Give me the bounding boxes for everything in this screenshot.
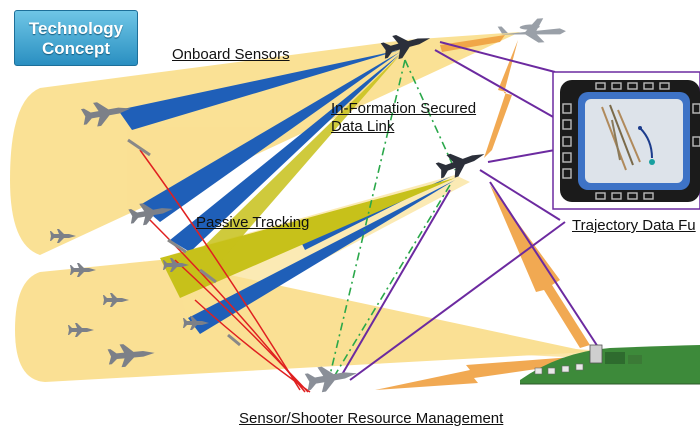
label-passive-tracking: Passive Tracking — [196, 214, 310, 231]
secured-data-link — [329, 59, 456, 376]
ground-station-icon — [520, 344, 700, 385]
label-onboard-sensors: Onboard Sensors — [172, 46, 290, 63]
fighter-jet-icon — [434, 142, 489, 183]
label-datalink-line-1: In-Formation Secured — [331, 100, 477, 117]
missiles — [127, 138, 241, 347]
onboard-sensor-beams — [118, 50, 455, 334]
lower-coverage-region — [15, 260, 590, 382]
aircraft-group — [50, 18, 566, 395]
diagram-title: Technology Concept — [14, 10, 138, 66]
ground-link-region — [200, 322, 590, 358]
communication-links — [375, 35, 590, 390]
label-trajectory-data: Trajectory Data Fu — [572, 217, 696, 234]
passive-tracking-beams — [160, 55, 455, 298]
title-line-2: Concept — [42, 39, 110, 58]
data-link-lines — [339, 41, 601, 381]
title-line-1: Technology — [28, 19, 124, 38]
label-datalink-line-2: Data Link — [331, 118, 395, 135]
awacs-aircraft-icon — [497, 18, 566, 43]
cockpit-display-icon — [552, 71, 700, 210]
label-resource-management: Sensor/Shooter Resource Management — [239, 410, 504, 427]
